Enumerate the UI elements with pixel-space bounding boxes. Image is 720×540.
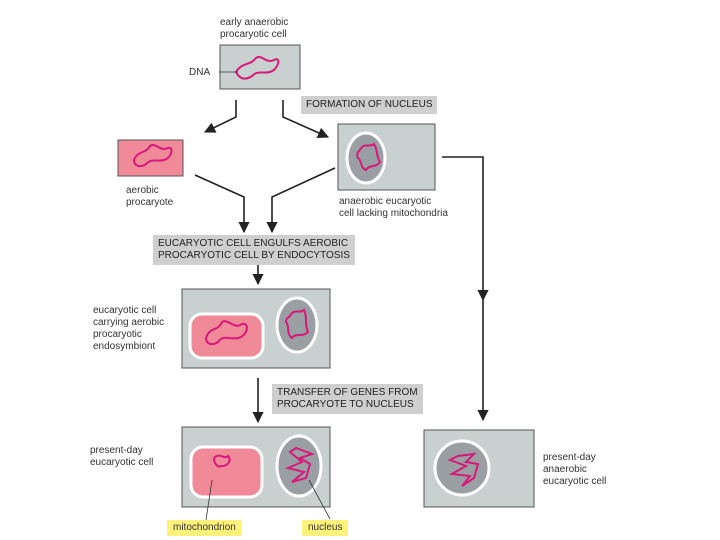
early-cell-label: early anaerobic procaryotic cell <box>220 17 288 41</box>
present-day-eucaryotic-cell <box>181 426 331 508</box>
aerobic-label-line2: procaryote <box>126 197 174 208</box>
endosymbiont-label-line1: eucaryotic cell <box>93 305 157 316</box>
dna-label: DNA <box>189 67 211 78</box>
formation-banner: FORMATION OF NUCLEUS <box>301 96 438 114</box>
endosymbiont-label-line2: carrying aerobic <box>93 317 165 328</box>
nucleus-label: nucleus <box>302 520 349 536</box>
engulfs-banner-line1: EUCARYOTIC CELL ENGULFS AEROBIC <box>158 238 349 249</box>
present-day-anaerobic-label-line2: anaerobic <box>543 464 587 475</box>
early-cell-label-line2: procaryotic cell <box>220 29 287 40</box>
anaerobic-euc-label-line2: cell lacking mitochondria <box>339 208 448 219</box>
endosymbiont-label-line4: endosymbiont <box>93 341 156 352</box>
formation-banner-text: FORMATION OF NUCLEUS <box>306 99 433 110</box>
mitochondrion-label: mitochondrion <box>167 520 242 536</box>
endosymbiont-cell <box>181 288 331 369</box>
endosymbiont-label-line3: procaryotic <box>93 329 142 340</box>
arrow-anaerobic-down <box>266 167 336 234</box>
endosymbiont-label: eucaryotic cell carrying aerobic procary… <box>93 305 164 353</box>
anaerobic-euc-label-line1: anaerobic eucaryotic <box>339 196 432 207</box>
engulfs-banner: EUCARYOTIC CELL ENGULFS AEROBIC PROCARYO… <box>153 235 355 265</box>
early-cell-label-line1: early anaerobic <box>220 17 289 28</box>
nucleus-dna-3 <box>284 446 315 483</box>
present-day-label: present-day eucaryotic cell <box>90 445 153 469</box>
present-day-label-line1: present-day <box>90 445 143 456</box>
arrows <box>194 100 489 424</box>
early-procaryotic-cell <box>219 44 301 90</box>
present-day-anaerobic-cell <box>423 429 535 508</box>
arrow-to-aerobic <box>203 100 237 133</box>
transfer-banner: TRANSFER OF GENES FROM PROCARYOTE TO NUC… <box>272 384 423 414</box>
present-day-anaerobic-label: present-day anaerobic eucaryotic cell <box>543 452 606 488</box>
nucleus-dna <box>356 142 382 172</box>
transfer-banner-line1: TRANSFER OF GENES FROM <box>277 387 418 398</box>
arrow-anaerobic-right <box>442 156 484 228</box>
endosymbiont-dna <box>205 320 248 346</box>
nucleus-dna-2 <box>284 308 310 340</box>
anaerobic-eucaryotic-cell <box>337 123 436 191</box>
nucleus-dna-4 <box>447 452 480 487</box>
engulfs-banner-line2: PROCARYOTIC CELL BY ENDOCYTOSIS <box>158 250 350 261</box>
dna-strand <box>235 56 280 80</box>
present-day-anaerobic-label-line3: eucaryotic cell <box>543 476 607 487</box>
present-day-anaerobic-label-line1: present-day <box>543 452 596 463</box>
transfer-banner-line2: PROCARYOTE TO NUCLEUS <box>277 399 414 410</box>
arrow-to-anaerobic <box>282 100 330 139</box>
aerobic-label-line1: aerobic <box>126 185 159 196</box>
mitochondrion-pointer <box>205 479 213 521</box>
arrow-aerobic-down <box>194 174 250 234</box>
aerobic-procaryote-cell <box>117 139 184 177</box>
dna-strand-aerobic <box>133 144 173 168</box>
nucleus-pointer <box>308 479 331 520</box>
anaerobic-euc-label: anaerobic eucaryotic cell lacking mitoch… <box>339 196 448 220</box>
present-day-label-line2: eucaryotic cell <box>90 457 154 468</box>
aerobic-label: aerobic procaryote <box>126 185 173 209</box>
mitochondrion-dna <box>213 454 231 468</box>
